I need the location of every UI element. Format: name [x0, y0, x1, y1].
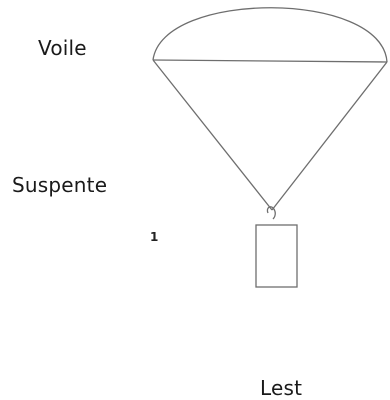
- canopy-dome: [153, 8, 387, 62]
- suspension-line-left: [153, 60, 272, 210]
- canopy-base-line: [153, 60, 387, 62]
- ballast-box: [256, 225, 297, 287]
- suspension-line-right: [272, 62, 387, 210]
